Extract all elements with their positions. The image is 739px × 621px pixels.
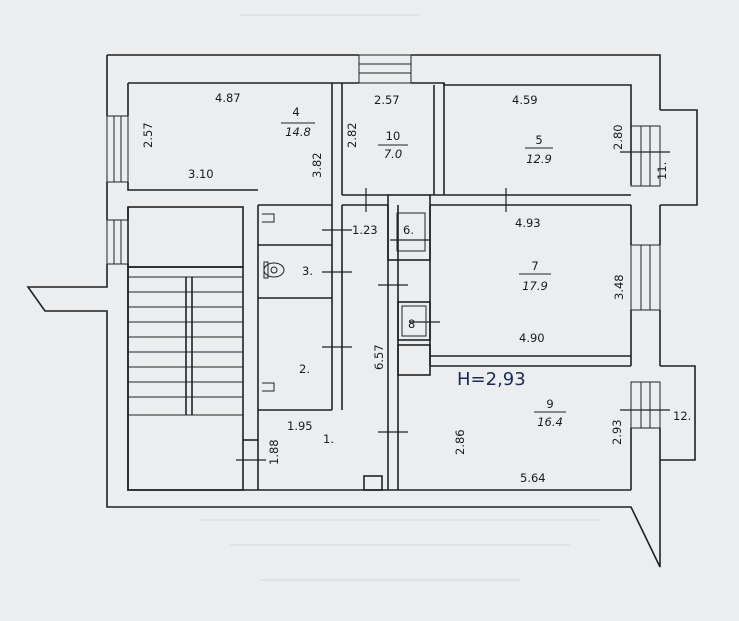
dim-room4-width: 4.87: [215, 91, 241, 105]
room9-number: 9: [546, 397, 553, 411]
dim-room1-side: 1.88: [267, 439, 281, 465]
window-left-1: [106, 115, 129, 183]
room10-number: 10: [386, 129, 401, 143]
window-right-balcony-11: [630, 109, 698, 206]
room10-area: 7.0: [384, 147, 402, 161]
dim-room7-bottom: 4.90: [519, 331, 545, 345]
room5-area: 12.9: [526, 152, 552, 166]
dim-room7-top: 4.93: [515, 216, 541, 230]
room9-area: 16.4: [537, 415, 563, 429]
shaft-6: [387, 194, 431, 261]
dim-room7-side: 3.48: [612, 274, 626, 300]
height-note: H=2,93: [457, 369, 526, 390]
room8-number: 8: [408, 317, 415, 331]
door-marks: [236, 151, 670, 461]
room7-area: 17.9: [522, 279, 548, 293]
floor-box: [363, 475, 383, 491]
room7-number: 7: [531, 259, 538, 273]
dim-room1-length: 6.57: [372, 344, 386, 370]
dim-room4-height: 2.57: [141, 122, 155, 148]
window-right-room-7: [630, 244, 661, 311]
dim-room9-side-right: 2.93: [610, 419, 624, 445]
dim-room10-width: 2.57: [374, 93, 400, 107]
staircase: [127, 206, 258, 491]
window-left-2: [106, 219, 129, 265]
dim-room9-bottom: 5.64: [520, 471, 546, 485]
room12-number: 12.: [673, 409, 691, 423]
paper-texture: [200, 14, 600, 581]
dim-room4-bottom: 3.10: [188, 167, 214, 181]
dim-room6: 1.23: [352, 223, 378, 237]
dim-room1-width: 1.95: [287, 419, 313, 433]
interior-walls: [257, 83, 631, 490]
dim-room4-side: 3.82: [310, 152, 324, 178]
dim-room5-height: 2.80: [611, 124, 625, 150]
sink-icon: [262, 213, 275, 392]
dim-room9-side-left: 2.86: [453, 429, 467, 455]
window-top: [358, 54, 412, 84]
window-right-balcony-12: [630, 365, 696, 461]
dim-room10-height: 2.82: [345, 122, 359, 148]
shaft-8: [397, 301, 431, 376]
room4-area: 14.8: [285, 125, 311, 139]
room2-number: 2.: [299, 362, 310, 376]
room3-number: 3.: [302, 264, 313, 278]
room11-number: 11.: [655, 162, 669, 180]
dim-room5-width: 4.59: [512, 93, 538, 107]
outer-walls: [26, 54, 661, 568]
room5-number: 5: [535, 133, 542, 147]
toilet-icon: [263, 261, 285, 279]
room4-number: 4: [292, 105, 299, 119]
room6-number: 6.: [403, 223, 414, 237]
room1-number: 1.: [323, 432, 334, 446]
